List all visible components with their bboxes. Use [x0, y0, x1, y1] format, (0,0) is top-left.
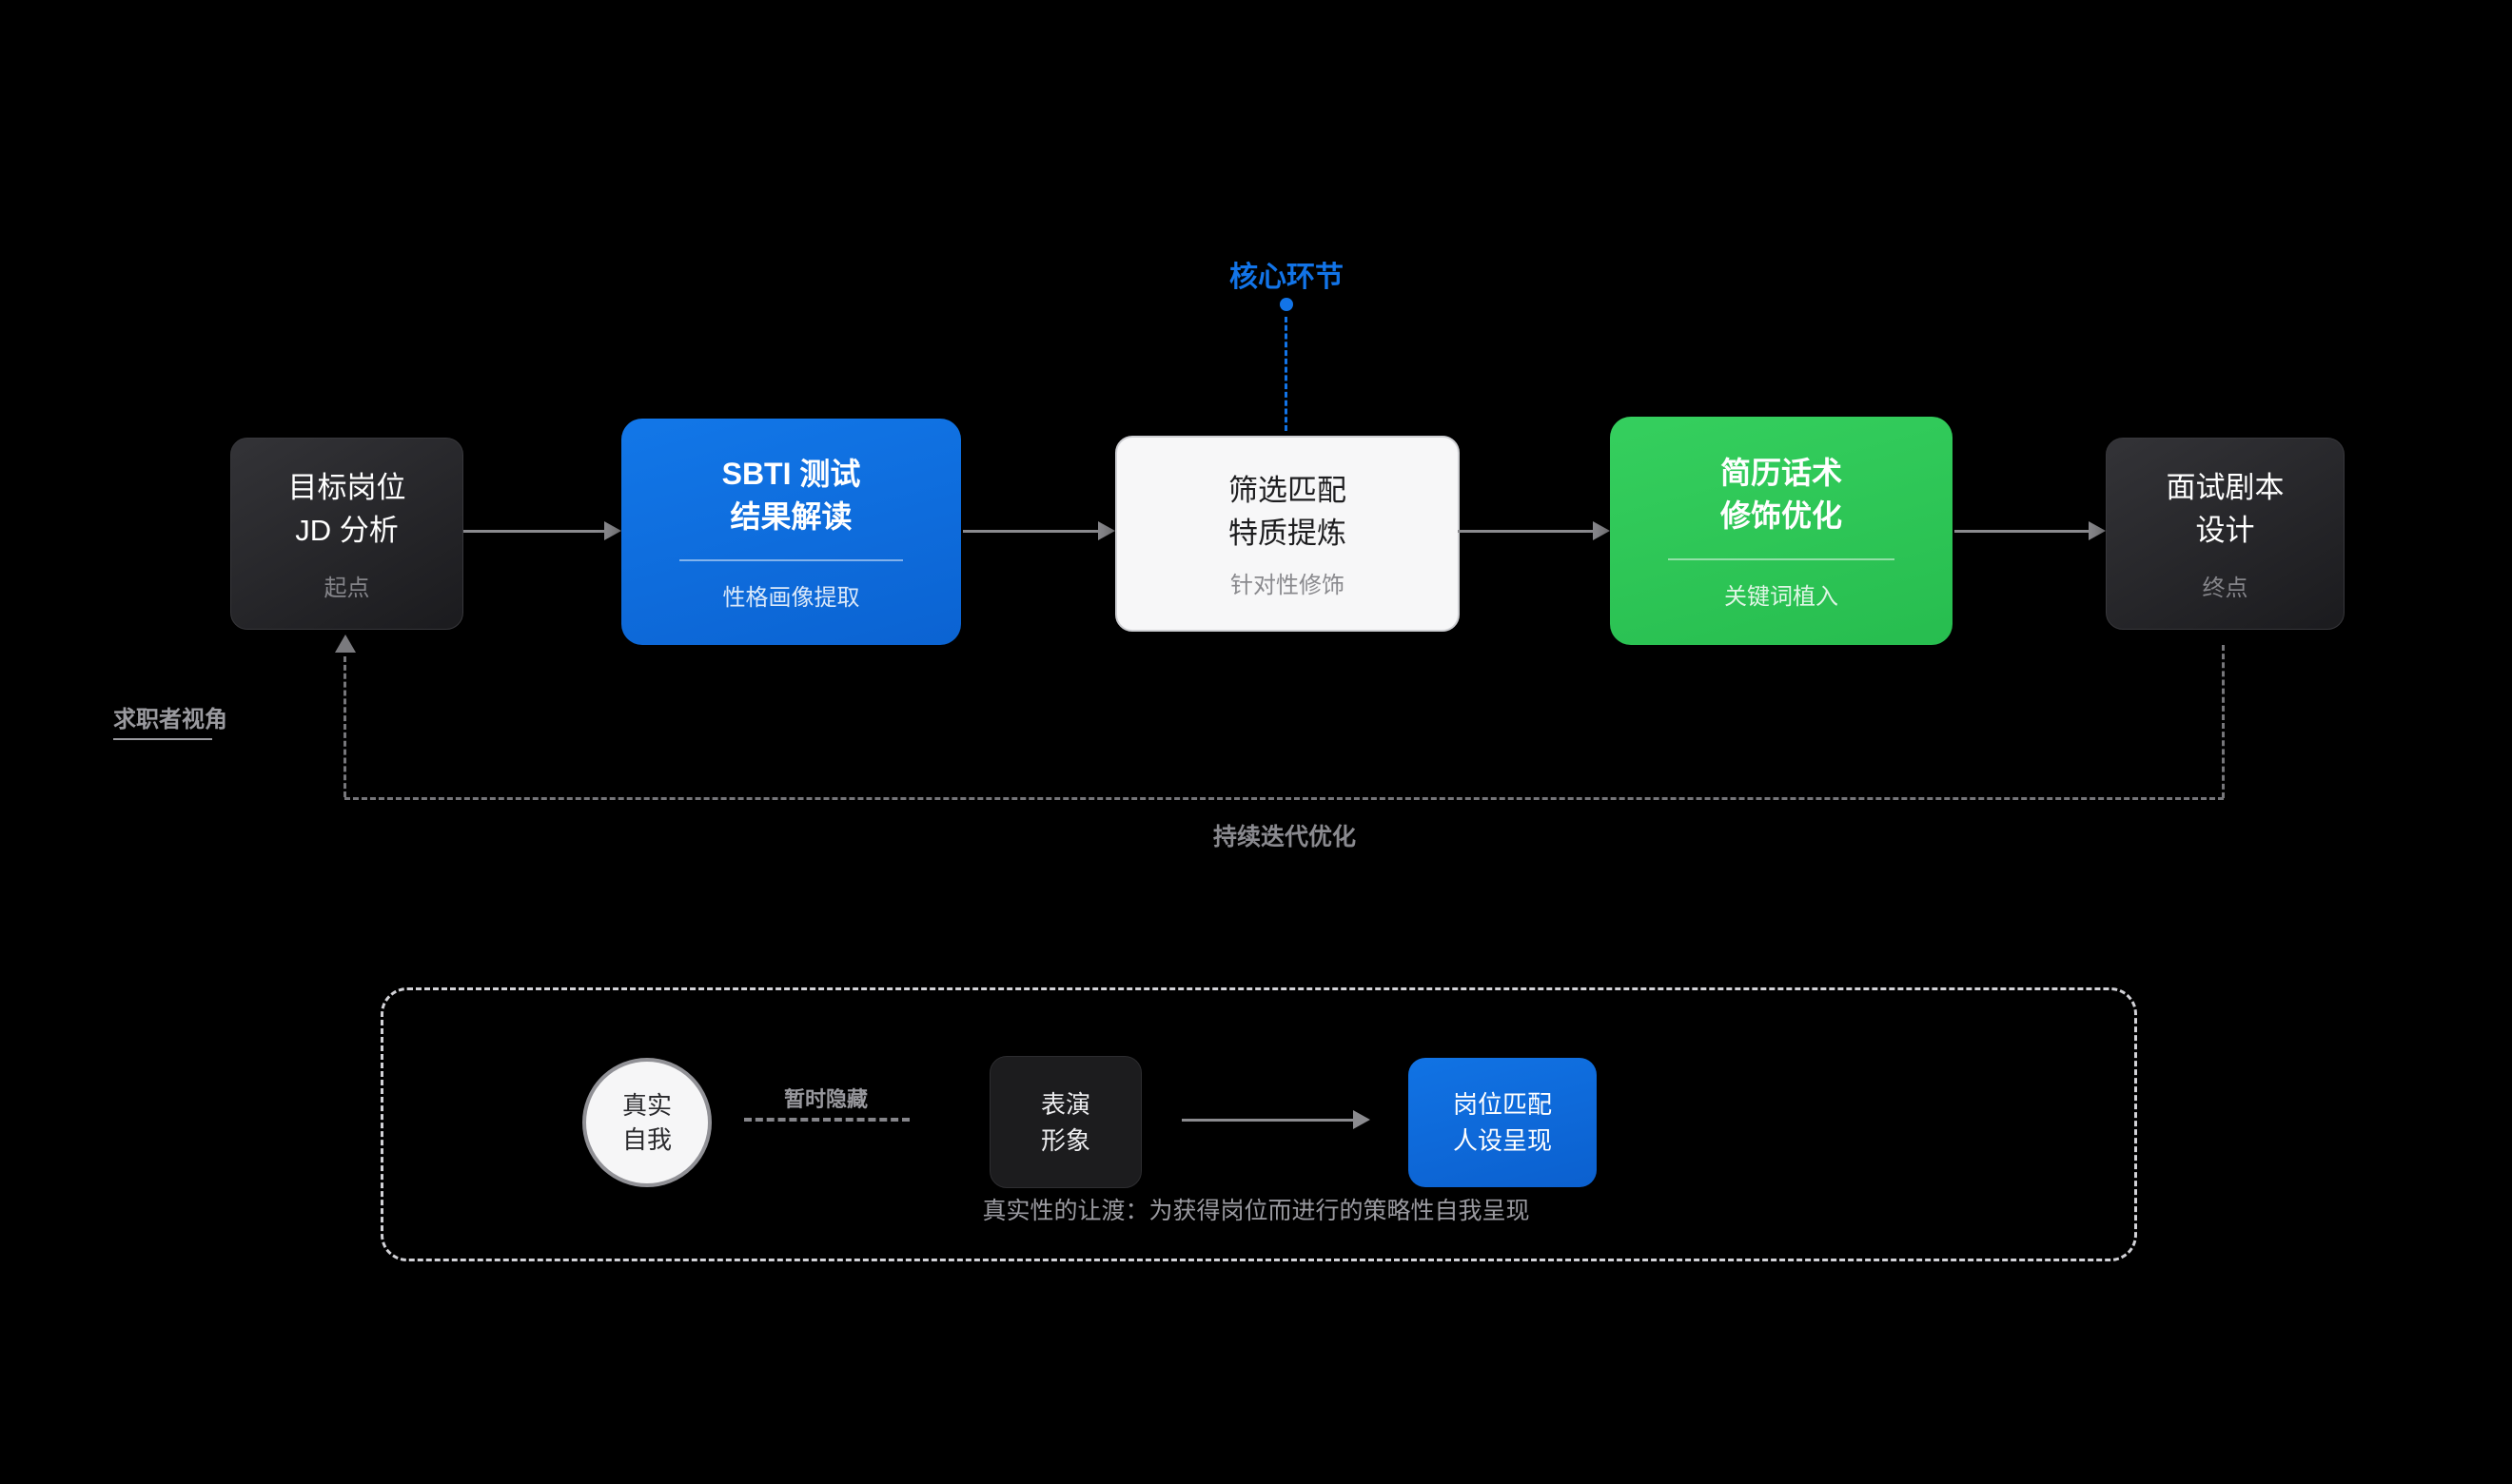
- step-title-line2: 特质提炼: [1228, 516, 1346, 550]
- step-title: 筛选匹配 特质提炼: [1228, 469, 1346, 555]
- step-title-line1: SBTI 测试: [721, 456, 861, 491]
- arrow-right-icon: [1353, 1110, 1370, 1129]
- step-subtitle: 性格画像提取: [722, 584, 860, 611]
- step-title: SBTI 测试 结果解读: [722, 453, 861, 538]
- flow-step-sbti-results: SBTI 测试 结果解读 性格画像提取: [621, 419, 961, 645]
- feedback-loop-right-segment: [2222, 645, 2225, 798]
- true-self-line1: 真实: [621, 1091, 672, 1120]
- core-step-connector: [1285, 317, 1287, 431]
- step-title-line2: 设计: [2195, 513, 2255, 547]
- step-title-line2: 修饰优化: [1719, 498, 1842, 533]
- persona-arrow-line: [1182, 1119, 1353, 1122]
- stage-persona-line2: 形象: [1040, 1125, 1090, 1155]
- arrow-up-icon: [335, 635, 356, 653]
- flow-arrow-line: [1954, 530, 2089, 533]
- step-title: 简历话术 修饰优化: [1720, 452, 1842, 537]
- step-subtitle: 针对性修饰: [1230, 572, 1344, 598]
- arrow-right-icon: [1098, 521, 1115, 540]
- step-divider: [1668, 557, 1894, 560]
- flow-arrow-line: [463, 530, 604, 533]
- step-title-line1: 目标岗位: [287, 470, 406, 504]
- true-self-node: 真实 自我: [582, 1058, 712, 1187]
- flow-step-interview-script: 面试剧本 设计 终点: [2106, 438, 2345, 630]
- jobseeker-perspective-underline: [113, 738, 212, 740]
- feedback-loop-label: 持续迭代优化: [1212, 824, 1356, 850]
- step-subtitle: 关键词植入: [1724, 583, 1838, 610]
- step-title: 面试剧本 设计: [2167, 466, 2285, 552]
- flow-step-resume-polish: 简历话术 修饰优化 关键词植入: [1610, 417, 1953, 645]
- stage-persona-node: 表演 形象: [990, 1056, 1142, 1188]
- step-subtitle: 终点: [2202, 575, 2248, 601]
- stage-persona-line1: 表演: [1040, 1089, 1090, 1119]
- flow-arrow-line: [963, 530, 1098, 533]
- step-title-line1: 筛选匹配: [1228, 473, 1346, 507]
- arrow-right-icon: [604, 521, 621, 540]
- feedback-loop-bottom-segment: [344, 797, 2224, 800]
- hidden-dashed-connector: [744, 1118, 910, 1122]
- step-subtitle: 起点: [324, 575, 370, 601]
- flow-arrow-line: [1458, 530, 1593, 533]
- feedback-loop-left-segment: [343, 656, 346, 797]
- step-title-line2: 结果解读: [730, 498, 853, 534]
- matched-persona-line1: 岗位匹配: [1452, 1090, 1552, 1119]
- arrow-right-icon: [2089, 521, 2106, 540]
- authenticity-caption: 真实性的让渡：为获得岗位而进行的策略性自我呈现: [982, 1198, 1530, 1224]
- core-step-label: 核心环节: [1229, 262, 1344, 293]
- matched-persona-line2: 人设呈现: [1452, 1126, 1552, 1155]
- step-title-line1: 面试剧本: [2166, 470, 2285, 504]
- step-title-line2: JD 分析: [295, 513, 399, 547]
- jobseeker-perspective-label: 求职者视角: [113, 707, 227, 732]
- matched-persona-node: 岗位匹配 人设呈现: [1408, 1058, 1597, 1187]
- authenticity-panel: [381, 987, 2137, 1261]
- step-title: 目标岗位 JD 分析: [288, 466, 406, 552]
- step-title-line1: 简历话术: [1719, 455, 1842, 490]
- true-self-line2: 自我: [621, 1125, 672, 1154]
- core-step-dot-icon: [1280, 298, 1293, 311]
- step-divider: [678, 558, 904, 561]
- flow-step-target-jd: 目标岗位 JD 分析 起点: [230, 438, 463, 630]
- hidden-label: 暂时隐藏: [783, 1087, 868, 1111]
- flow-step-trait-extraction: 筛选匹配 特质提炼 针对性修饰: [1115, 436, 1460, 632]
- arrow-right-icon: [1593, 521, 1610, 540]
